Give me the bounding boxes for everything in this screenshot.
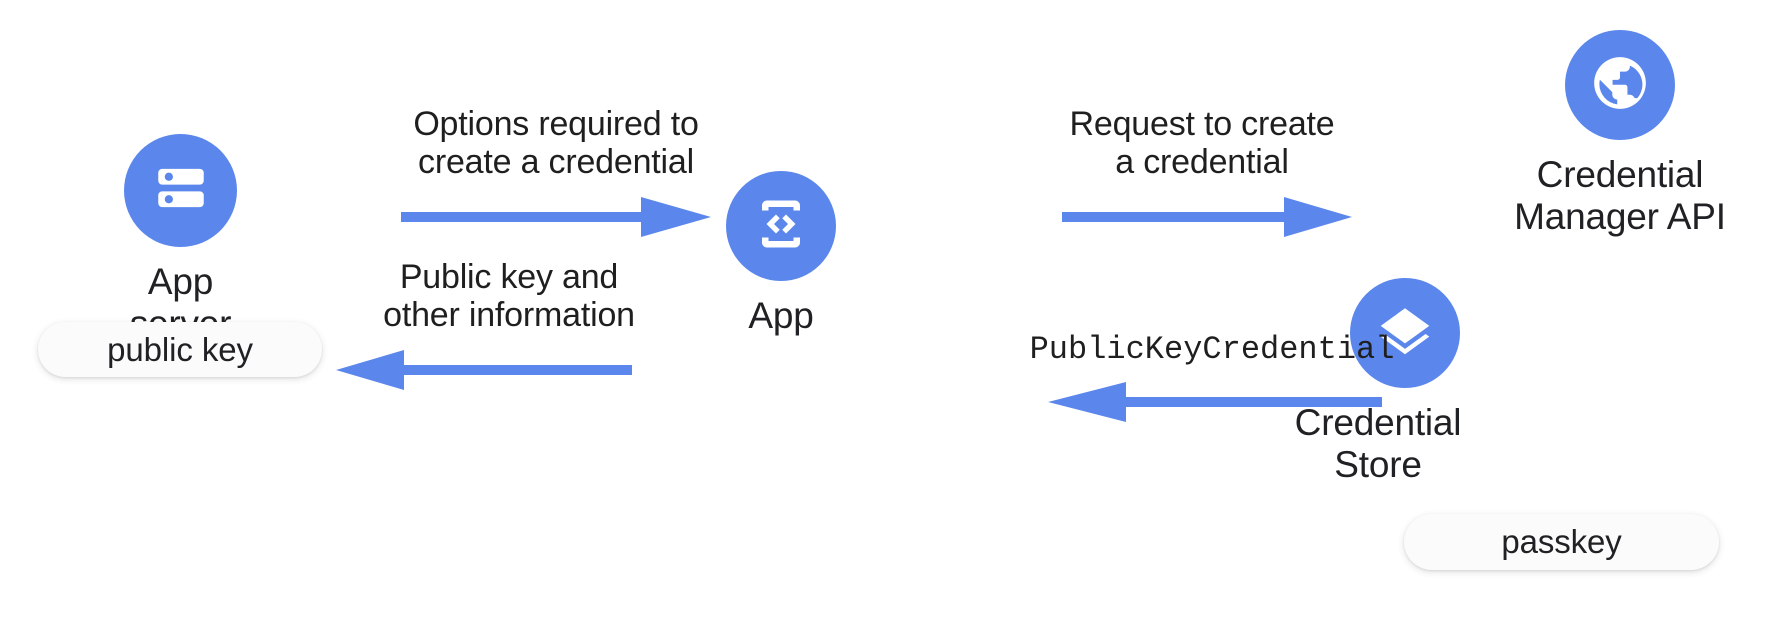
credential-store-circle (1350, 278, 1460, 388)
public-key-pill-label: public key (107, 330, 253, 368)
credential-manager-api-circle (1565, 30, 1675, 140)
globe-icon (1587, 50, 1653, 121)
passkey-pill: passkey (1404, 514, 1719, 570)
public-key-pill: public key (38, 322, 322, 377)
app-label: App (748, 295, 814, 336)
node-credential-store: Credential Store (1262, 278, 1494, 486)
arrow-group-public-key-info: Public key and other information (336, 258, 670, 394)
arrow-group-options-required: Options required to create a credential (398, 105, 714, 241)
layers-icon (1374, 300, 1436, 367)
mobile-code-icon (751, 194, 811, 259)
app-circle (726, 171, 836, 281)
server-icon (150, 157, 212, 224)
arrow-right-options-required (401, 197, 711, 238)
arrow-label-options-required: Options required to create a credential (413, 105, 699, 182)
credential-manager-api-label: Credential Manager API (1514, 154, 1726, 238)
passkey-pill-label: passkey (1501, 523, 1622, 560)
credential-store-label: Credential Store (1294, 402, 1462, 486)
arrow-label-public-key-credential: PublicKeyCredential (1029, 331, 1395, 368)
arrow-left-public-key-credential (1048, 381, 1382, 422)
arrow-group-public-key-credential: PublicKeyCredential (1030, 332, 1394, 426)
arrow-group-request-to-create: Request to create a credential (1052, 105, 1352, 241)
node-app-server: App server (103, 134, 258, 345)
arrow-left-public-key-info (336, 350, 632, 391)
arrow-label-request-to-create: Request to create a credential (1069, 105, 1335, 182)
node-credential-manager-api: Credential Manager API (1490, 30, 1750, 238)
arrow-label-public-key-info: Public key and other information (383, 258, 635, 335)
arrow-right-request-to-create (1062, 197, 1352, 238)
node-app: App (723, 171, 839, 337)
app-server-circle (124, 134, 237, 247)
